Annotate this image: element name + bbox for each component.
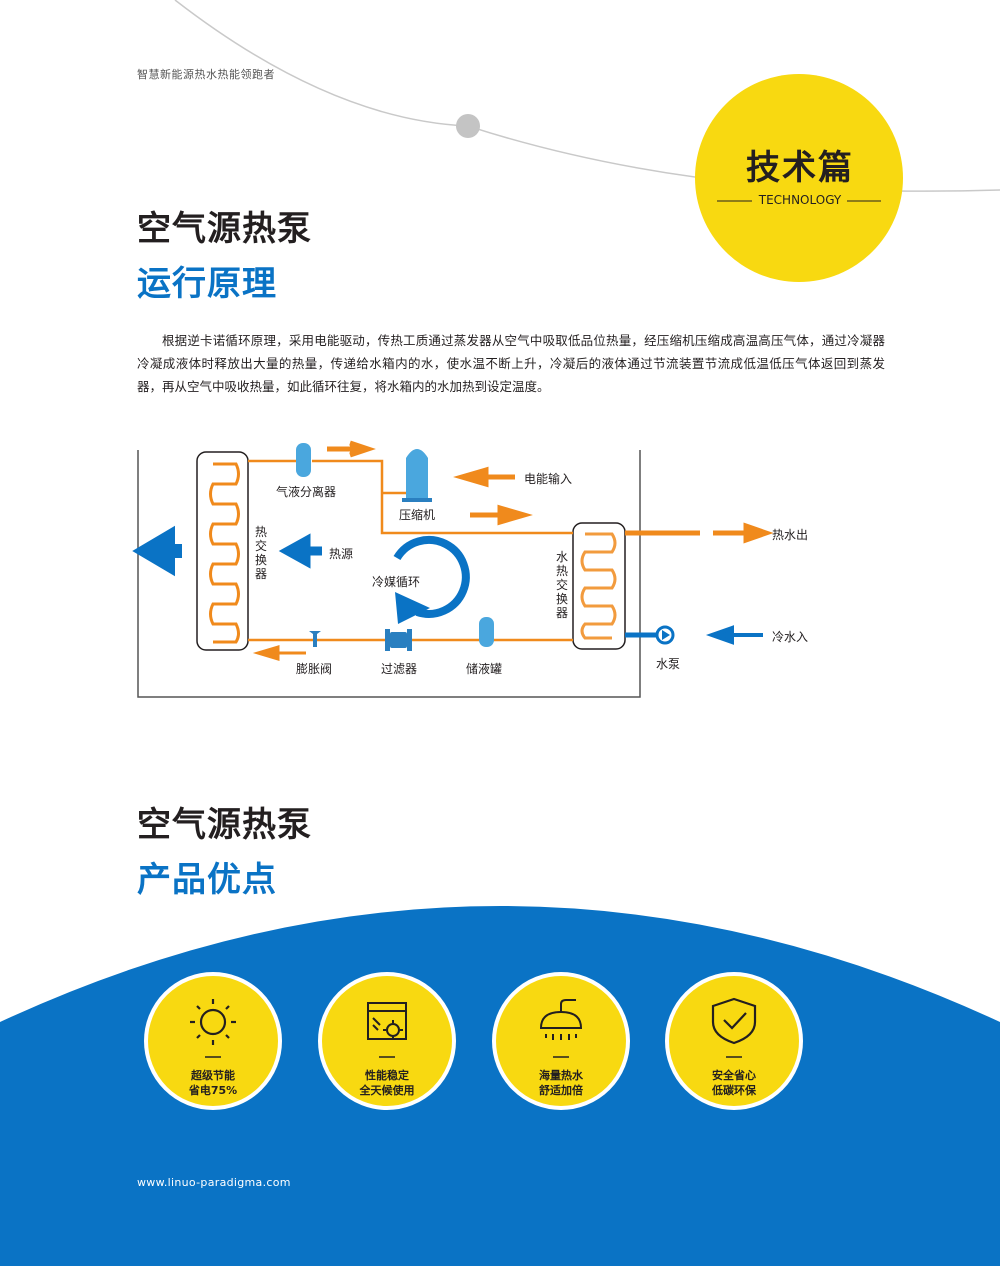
shower-icon	[539, 999, 583, 1040]
label-heat-source: 热源	[329, 547, 354, 561]
principle-paragraph: 根据逆卡诺循环原理，采用电能驱动，传热工质通过蒸发器从空气中吸取低品位热量，经压…	[137, 333, 885, 394]
advantage-2-text: 性能稳定 全天候使用	[322, 1068, 452, 1098]
compressor-base	[402, 498, 432, 502]
advantage-4-text: 安全省心 低碳环保	[669, 1068, 799, 1098]
section1-title-line2: 运行原理	[137, 264, 277, 304]
label-hot-water-out: 热水出	[772, 528, 809, 542]
arrow-power-in	[453, 466, 515, 488]
label-refrigerant-cycle: 冷媒循环	[372, 575, 421, 589]
arrow-bottom	[252, 644, 306, 662]
section2-title-line1: 空气源热泵	[137, 805, 312, 845]
footer-url[interactable]: www.linuo-paradigma.com	[137, 1176, 291, 1189]
curve-dot	[456, 114, 480, 138]
advantage-1-line2: 省电75%	[188, 1084, 238, 1097]
left-heat-exchanger-box	[196, 451, 249, 651]
gas-liquid-separator	[296, 443, 311, 477]
advantage-4-circle	[665, 972, 803, 1110]
advantage-3-line2: 舒适加倍	[539, 1084, 583, 1097]
shield-check-icon	[711, 997, 757, 1045]
cycle-arc	[393, 535, 470, 618]
label-gas-liquid-separator: 气液分离器	[276, 485, 337, 499]
label-water-heat-exchanger: 水热交换器	[555, 550, 568, 620]
label-heat-exchanger: 热交换器	[254, 525, 267, 581]
advantage-1-circle	[144, 972, 282, 1110]
water-pump-core	[662, 630, 670, 640]
advantage-2-line2: 全天候使用	[359, 1084, 415, 1097]
label-power-input: 电能输入	[524, 472, 573, 486]
left-coil	[209, 462, 240, 644]
advantage-3-text: 海量热水 舒适加倍	[496, 1068, 626, 1098]
label-filter: 过滤器	[381, 662, 418, 676]
advantage-1-text: 超级节能 省电75%	[148, 1068, 278, 1098]
badge-circle	[695, 74, 903, 282]
right-heat-exchanger-box	[572, 522, 626, 650]
cycle-arrowhead	[395, 592, 430, 624]
filter-cap-l	[385, 629, 390, 651]
filter	[390, 632, 407, 648]
sun-icon	[190, 999, 236, 1045]
advantage-1-line1: 超级节能	[191, 1069, 235, 1082]
pipe-top	[248, 459, 573, 535]
compressor	[406, 449, 428, 500]
advantage-3-line1: 海量热水	[539, 1069, 583, 1082]
label-cold-water-in: 冷水入	[772, 630, 809, 644]
arrow-top	[327, 440, 376, 458]
label-compressor: 压缩机	[399, 508, 436, 522]
label-liquid-tank: 储液罐	[466, 662, 503, 676]
liquid-tank	[479, 617, 494, 647]
unit-enclosure	[137, 450, 641, 698]
advantage-3-circle	[492, 972, 630, 1110]
right-coil	[580, 532, 617, 640]
arrow-cold-water	[705, 625, 763, 645]
gear-panel-icon	[367, 1002, 407, 1040]
section1-title-line1: 空气源热泵	[137, 209, 312, 249]
label-water-pump: 水泵	[656, 657, 681, 671]
badge-subtitle: TECHNOLOGY	[700, 193, 900, 207]
arrow-heat-source	[278, 533, 322, 569]
section2-title-line2: 产品优点	[137, 860, 277, 900]
arrow-hot-water	[713, 522, 774, 544]
arrow-power-out	[470, 504, 533, 526]
expansion-valve	[309, 631, 321, 647]
advantage-2-line1: 性能稳定	[365, 1069, 409, 1082]
advantage-4-line2: 低碳环保	[712, 1084, 756, 1097]
filter-cap-r	[407, 629, 412, 651]
heat-pump-diagram	[132, 440, 774, 698]
tagline: 智慧新能源热水热能领跑者	[137, 68, 275, 81]
badge-title: 技术篇	[746, 148, 854, 188]
arrow-exhaust	[132, 525, 182, 577]
advantage-4-line1: 安全省心	[712, 1069, 756, 1082]
advantage-2-circle	[318, 972, 456, 1110]
label-expansion-valve: 膨胀阀	[296, 662, 333, 676]
